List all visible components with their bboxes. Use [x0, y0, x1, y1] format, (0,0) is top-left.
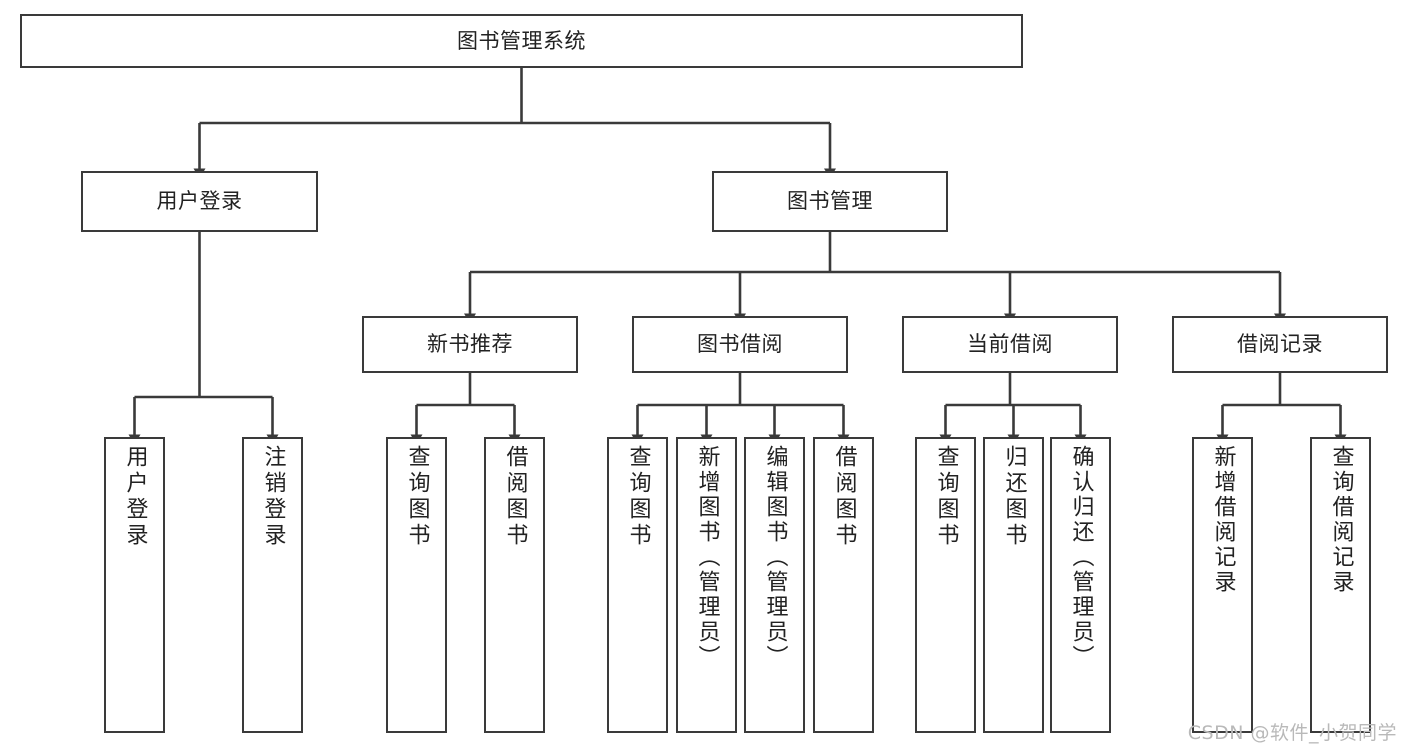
node-label: 借阅图书	[831, 445, 857, 549]
node-return-book[interactable]: 归还图书	[983, 437, 1044, 733]
node-label: 编辑图书（管理员）	[762, 445, 788, 670]
node-query-book-2[interactable]: 查询图书	[607, 437, 668, 733]
node-logout-leaf[interactable]: 注销登录	[242, 437, 303, 733]
node-label: 新增图书（管理员）	[694, 445, 720, 670]
node-label: 新增借阅记录	[1210, 445, 1236, 595]
node-label: 归还图书	[1001, 445, 1027, 549]
node-user-login-leaf[interactable]: 用户登录	[104, 437, 165, 733]
node-label: 新书推荐	[427, 332, 513, 357]
node-label: 查询图书	[933, 445, 959, 549]
node-label: 注销登录	[260, 445, 286, 549]
node-add-book-admin[interactable]: 新增图书（管理员）	[676, 437, 737, 733]
node-current-borrow[interactable]: 当前借阅	[902, 316, 1118, 373]
node-label: 当前借阅	[967, 332, 1053, 357]
node-confirm-return-admin[interactable]: 确认归还（管理员）	[1050, 437, 1111, 733]
node-root[interactable]: 图书管理系统	[20, 14, 1023, 68]
node-user-login[interactable]: 用户登录	[81, 171, 318, 232]
node-label: 查询图书	[404, 445, 430, 549]
node-label: 图书管理	[787, 189, 873, 214]
node-query-borrow-record[interactable]: 查询借阅记录	[1310, 437, 1371, 733]
node-new-book-recommend[interactable]: 新书推荐	[362, 316, 578, 373]
node-borrow-book-1[interactable]: 借阅图书	[484, 437, 545, 733]
node-label: 图书借阅	[697, 332, 783, 357]
node-book-borrow[interactable]: 图书借阅	[632, 316, 848, 373]
node-label: 借阅记录	[1237, 332, 1323, 357]
node-query-book-3[interactable]: 查询图书	[915, 437, 976, 733]
node-label: 用户登录	[122, 445, 148, 549]
node-add-borrow-record[interactable]: 新增借阅记录	[1192, 437, 1253, 733]
node-label: 查询图书	[625, 445, 651, 549]
node-label: 查询借阅记录	[1328, 445, 1354, 595]
node-query-book-1[interactable]: 查询图书	[386, 437, 447, 733]
node-label: 图书管理系统	[457, 28, 586, 53]
node-book-management[interactable]: 图书管理	[712, 171, 948, 232]
node-edit-book-admin[interactable]: 编辑图书（管理员）	[744, 437, 805, 733]
node-label: 确认归还（管理员）	[1068, 445, 1094, 670]
node-label: 借阅图书	[502, 445, 528, 549]
node-borrow-record[interactable]: 借阅记录	[1172, 316, 1388, 373]
node-borrow-book-2[interactable]: 借阅图书	[813, 437, 874, 733]
csdn-watermark: CSDN @软件_小贺同学	[1187, 722, 1397, 744]
node-label: 用户登录	[156, 189, 243, 214]
